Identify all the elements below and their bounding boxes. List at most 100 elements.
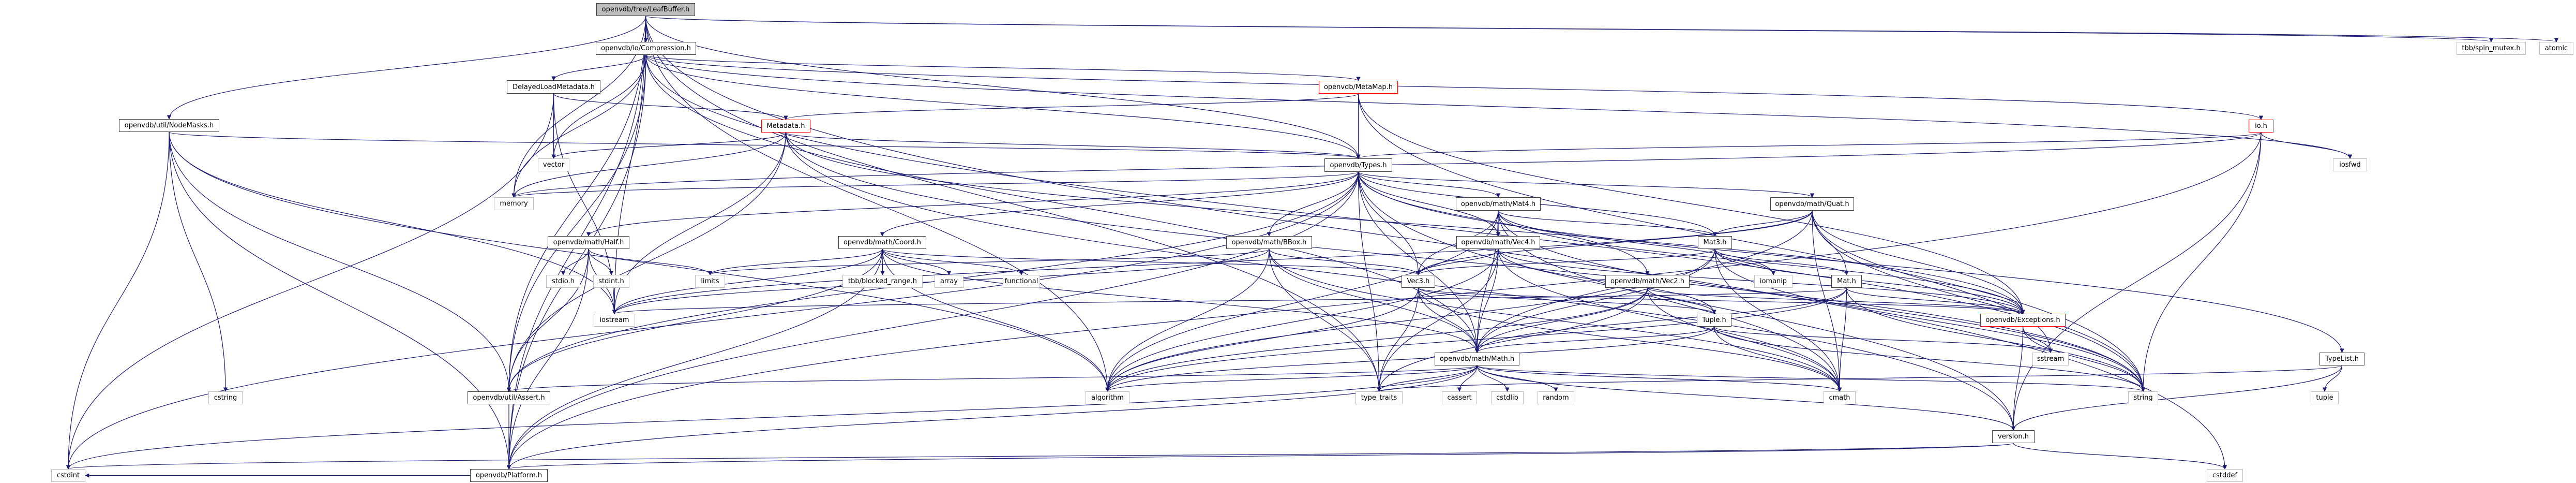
edge-metamap-to-string: [1358, 93, 2146, 392]
edge-math-to-cstdint: [66, 365, 1478, 470]
edge-metadata-to-memory: [511, 132, 787, 198]
node-vec2[interactable]: openvdb/math/Vec2.h: [1605, 275, 1690, 288]
edge-coord-to-array: [882, 248, 952, 275]
node-tuple-h[interactable]: Tuple.h: [1697, 314, 1731, 327]
edge-quat-to-vec3: [1416, 210, 1813, 275]
edge-math-to-version: [1477, 365, 2016, 431]
edge-io-to-iosfwd: [2261, 132, 2353, 159]
edge-vec3-to-type_traits: [1377, 287, 1419, 392]
node-exceptions[interactable]: openvdb/Exceptions.h: [1980, 314, 2066, 327]
edge-math-to-algorithm: [1105, 365, 1478, 392]
node-platform[interactable]: openvdb/Platform.h: [470, 469, 548, 482]
node-string: string: [2128, 391, 2158, 404]
edge-half-to-platform: [506, 248, 589, 470]
node-math[interactable]: openvdb/math/Math.h: [1435, 353, 1519, 365]
edge-bbox-to-limits: [708, 248, 1270, 275]
edge-compression-to-iosfwd: [645, 54, 2352, 159]
edge-typelist-to-version: [2011, 365, 2343, 431]
edge-compression-to-delayedload: [551, 54, 646, 81]
node-half[interactable]: openvdb/math/Half.h: [548, 236, 629, 249]
node-coord[interactable]: openvdb/math/Coord.h: [838, 236, 926, 249]
node-delayedload[interactable]: DelayedLoadMetadata.h: [507, 80, 600, 94]
edge-types-to-type_traits: [1358, 171, 1381, 392]
edge-quat-to-mat: [1812, 210, 1849, 275]
edge-types-to-cstdint: [66, 171, 1359, 470]
node-mat3[interactable]: Mat3.h: [1698, 236, 1732, 249]
edge-bbox-to-type_traits: [1269, 248, 1381, 392]
node-assert[interactable]: openvdb/util/Assert.h: [468, 391, 550, 404]
edge-compression-to-types: [645, 54, 1361, 159]
node-algorithm: algorithm: [1086, 391, 1129, 404]
edge-types-to-vec3: [1358, 171, 1421, 275]
node-quat[interactable]: openvdb/math/Quat.h: [1770, 197, 1854, 211]
node-atomic: atomic: [2539, 42, 2573, 55]
edge-nodemasks-to-algorithm: [169, 131, 1110, 392]
edge-nodemasks-to-cstring: [169, 131, 228, 392]
edge-delayedload-to-cstdint: [66, 93, 554, 470]
node-stdint: stdint.h: [593, 275, 629, 288]
edge-metadata-to-string: [785, 132, 2146, 392]
edge-coord-to-platform: [506, 248, 883, 470]
edge-mat-to-algorithm: [1105, 287, 1847, 392]
node-cstring: cstring: [208, 391, 243, 404]
edge-vec4-to-type_traits: [1377, 248, 1499, 392]
edge-vec4-to-math: [1474, 248, 1499, 353]
edge-coord-to-vec3: [882, 248, 1421, 275]
node-iosfwd: iosfwd: [2333, 158, 2367, 171]
node-leafbuffer[interactable]: openvdb/tree/LeafBuffer.h: [596, 3, 695, 16]
edge-version-to-platform: [507, 443, 2014, 470]
edge-vec3-to-algorithm: [1105, 287, 1419, 392]
node-cstdint: cstdint: [51, 469, 85, 482]
edge-nodemasks-to-iostream: [169, 131, 617, 314]
node-nodemasks[interactable]: openvdb/util/NodeMasks.h: [119, 119, 219, 132]
node-io[interactable]: io.h: [2249, 120, 2273, 133]
node-cstdlib: cstdlib: [1491, 391, 1524, 404]
node-mat[interactable]: Mat.h: [1831, 275, 1862, 288]
edge-types-to-math: [1358, 171, 1480, 353]
edge-types-to-coord: [880, 171, 1359, 237]
edge-io-to-string: [2141, 132, 2262, 392]
edge-version-to-cstddef: [2013, 443, 2227, 470]
edge-types-to-platform: [506, 171, 1359, 470]
node-metamap[interactable]: openvdb/MetaMap.h: [1319, 81, 1398, 94]
edge-typelist-to-type_traits: [1377, 365, 2343, 392]
edge-metadata-to-types: [785, 132, 1361, 159]
node-version[interactable]: version.h: [1992, 430, 2035, 443]
edge-half-to-stdint: [588, 248, 614, 275]
node-limits: limits: [695, 275, 725, 288]
edge-leafbuffer-to-cstddef: [645, 16, 2227, 470]
edge-math-to-cassert: [1457, 365, 1478, 392]
node-stdio: stdio.h: [546, 275, 580, 288]
edge-leafbuffer-to-algorithm: [645, 16, 1110, 392]
node-sstream: sstream: [2032, 353, 2069, 365]
node-bbox[interactable]: openvdb/math/BBox.h: [1226, 236, 1312, 249]
edge-leafbuffer-to-types: [645, 16, 1361, 159]
edge-quat-to-iostream: [612, 210, 1813, 314]
node-vec4[interactable]: openvdb/math/Vec4.h: [1456, 236, 1540, 249]
node-compression[interactable]: openvdb/io/Compression.h: [596, 42, 696, 55]
node-mat4[interactable]: openvdb/math/Mat4.h: [1456, 197, 1541, 211]
node-types[interactable]: openvdb/Types.h: [1324, 158, 1392, 172]
node-typelist[interactable]: TypeList.h: [2319, 353, 2364, 365]
edge-coord-to-assert: [506, 248, 883, 392]
node-blocked-range: tbb/blocked_range.h: [842, 275, 923, 288]
node-random: random: [1538, 391, 1574, 404]
edge-mat4-to-mat3: [1498, 210, 1718, 237]
edge-quat-to-cmath: [1812, 210, 1842, 392]
edge-version-to-cstdint: [66, 443, 2014, 470]
edge-math-to-random: [1477, 365, 1558, 392]
edge-metadata-to-version: [785, 132, 2016, 431]
node-vec3[interactable]: Vec3.h: [1402, 275, 1435, 288]
edge-mat-to-exceptions: [1846, 287, 2025, 314]
edge-half-to-limits: [588, 248, 713, 275]
edge-leafbuffer-to-type_traits: [645, 16, 1381, 392]
edge-mat3-to-iomanip: [1714, 248, 1776, 275]
edge-vec2-to-exceptions: [1647, 287, 2025, 314]
edge-mat-to-iostream: [612, 287, 1847, 314]
edge-nodemasks-to-platform: [169, 131, 511, 470]
edge-leafbuffer-to-nodemasks: [167, 16, 646, 120]
node-metadata[interactable]: Metadata.h: [761, 120, 810, 133]
edge-compression-to-math: [645, 54, 1480, 353]
node-vector: vector: [538, 158, 569, 171]
edge-types-to-typelist: [1358, 171, 2344, 353]
